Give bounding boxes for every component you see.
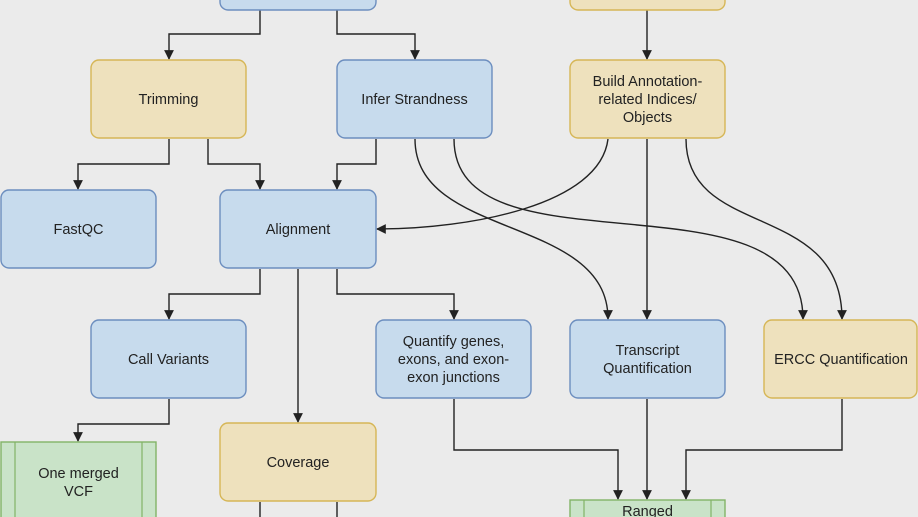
trimming-node: Trimming (90, 59, 247, 139)
top-left-node (219, 0, 377, 11)
quantify-genes-node: Quantify genes, exons, and exon- exon ju… (375, 319, 532, 399)
quantify-genes-label-line-3: exon junctions (407, 370, 500, 386)
edge-build-to-alignment (376, 138, 609, 234)
build-annotation-label-line-1: Build Annotation- (593, 74, 703, 90)
edge-ercc-to-ranged (681, 399, 843, 500)
ercc-quant-label: ERCC Quantification (774, 352, 908, 368)
coverage-label: Coverage (267, 455, 330, 471)
alignment-label: Alignment (266, 222, 330, 238)
edge-trimming-to-alignment (207, 139, 265, 190)
ercc-quant-node: ERCC Quantification (763, 319, 918, 399)
edges (73, 10, 847, 517)
fastqc-node: FastQC (0, 189, 157, 269)
quantify-genes-label-line-2: exons, and exon- (398, 352, 509, 368)
ranged-label: Ranged (622, 504, 673, 517)
one-merged-vcf-label-line-1: One merged (38, 466, 119, 482)
infer-strandness-node: Infer Strandness (336, 59, 493, 139)
alignment-node: Alignment (219, 189, 377, 269)
top-right-node (569, 0, 726, 11)
transcript-quant-node: Transcript Quantification (569, 319, 726, 399)
edge-infer-to-ercc (453, 138, 808, 320)
transcript-quant-label-line-1: Transcript (616, 343, 680, 359)
edge-topleft-to-infer-strandness (336, 10, 420, 60)
edge-infer-to-transcript (414, 138, 613, 320)
trimming-label: Trimming (139, 92, 199, 108)
fastqc-label: FastQC (54, 222, 104, 238)
call-variants-label: Call Variants (128, 352, 209, 368)
edge-topleft-to-trimming (164, 10, 261, 60)
build-annotation-label-line-3: Objects (623, 110, 672, 126)
edge-build-to-ercc (685, 138, 847, 320)
one-merged-vcf-label-line-2: VCF (64, 484, 93, 500)
edge-trimming-to-fastqc (73, 139, 170, 190)
edge-alignment-to-quantify-genes (336, 269, 459, 320)
one-merged-vcf-node: One merged VCF (0, 441, 157, 517)
build-annotation-label-line-2: related Indices/ (598, 92, 697, 108)
ranged-node: Ranged (569, 499, 726, 517)
edge-alignment-to-call-variants (164, 269, 261, 320)
infer-strandness-label: Infer Strandness (361, 92, 467, 108)
call-variants-node: Call Variants (90, 319, 247, 399)
edge-infer-to-alignment (332, 139, 377, 190)
build-annotation-node: Build Annotation- related Indices/ Objec… (569, 59, 726, 139)
edge-call-variants-to-vcf (73, 399, 170, 442)
quantify-genes-label-line-1: Quantify genes, (403, 334, 505, 350)
coverage-node: Coverage (219, 422, 377, 502)
edge-quantify-genes-to-ranged (453, 399, 623, 500)
transcript-quant-label-line-2: Quantification (603, 361, 692, 377)
